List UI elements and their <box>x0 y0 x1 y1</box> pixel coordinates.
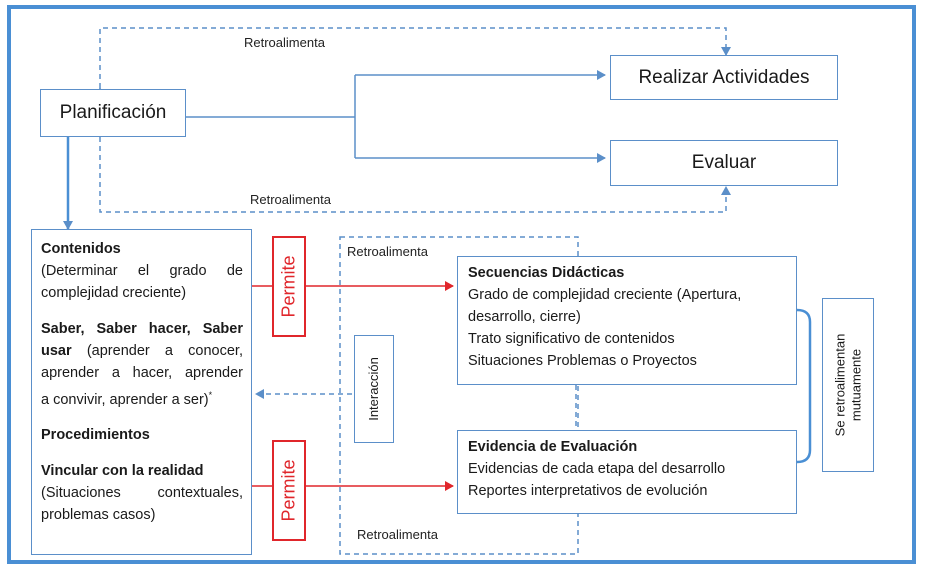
mutual-bracket <box>796 308 812 464</box>
evaluar-node: Evaluar <box>610 140 838 186</box>
retroalimenta-inner-top-label: Retroalimenta <box>347 244 428 259</box>
secuencias-line-3: Trato significativo de contenidos <box>468 331 675 347</box>
evaluar-label: Evaluar <box>691 152 757 173</box>
feedback-mid-line <box>95 129 731 213</box>
procedimientos-title: Procedimientos <box>41 426 150 443</box>
permite-label-1: Permite <box>278 255 299 318</box>
interaccion-node: Interacción <box>354 335 394 443</box>
contenidos-desc-2: complejidad creciente) <box>41 285 187 301</box>
contenidos-title: Contenidos <box>41 241 121 257</box>
vincular-title: Vincular con la realidad <box>41 462 204 479</box>
evidencia-line-2: Reportes interpretativos de evolución <box>468 483 708 499</box>
evidencia-title: Evidencia de Evaluación <box>468 439 638 455</box>
contenidos-node: Contenidos (Determinar el grado de compl… <box>31 229 252 555</box>
secuencias-line-4: Situaciones Problemas o Proyectos <box>468 353 697 369</box>
saber-line-4: a convivir, aprender a ser)* <box>41 390 213 408</box>
saber-line-2: usar (aprender a conocer, <box>41 343 243 359</box>
permite-box-1: Permite <box>272 236 306 337</box>
permite-label-2: Permite <box>278 459 299 522</box>
realizar-actividades-label: Realizar Actividades <box>638 66 810 88</box>
saber-line-3: aprender a hacer, aprender <box>41 365 243 381</box>
feedback-inner-rect <box>339 236 579 555</box>
secuencias-line-1: Grado de complejidad creciente (Apertura… <box>468 287 742 303</box>
feedback-top-line <box>95 27 731 96</box>
interaccion-label: Interacción <box>366 357 381 421</box>
secuencias-title: Secuencias Didácticas <box>468 265 625 281</box>
retroalimenta-top-label: Retroalimenta <box>244 35 325 50</box>
evidencia-line-1: Evidencias de cada etapa del desarrollo <box>468 461 726 477</box>
retroalimenta-mid-label: Retroalimenta <box>250 192 331 207</box>
saber-line-1: Saber, Saber hacer, Saber <box>41 321 243 337</box>
realizar-actividades-node: Realizar Actividades <box>610 55 838 100</box>
evidencia-node: Evidencia de Evaluación Evidencias de ca… <box>457 430 797 514</box>
permite-box-2: Permite <box>272 440 306 541</box>
vincular-line-1: (Situaciones contextuales, <box>41 484 243 501</box>
diagram-frame <box>7 5 916 564</box>
contenidos-desc-1: (Determinar el grado de <box>41 263 243 279</box>
retroalimenta-inner-bottom-label: Retroalimenta <box>355 527 440 542</box>
vincular-line-2: problemas casos) <box>41 506 156 523</box>
secuencias-line-2: desarrollo, cierre) <box>468 309 581 325</box>
planificacion-node: Planificación <box>40 89 186 137</box>
secuencias-node: Secuencias Didácticas Grado de complejid… <box>457 256 797 385</box>
planificacion-label: Planificación <box>59 102 167 123</box>
